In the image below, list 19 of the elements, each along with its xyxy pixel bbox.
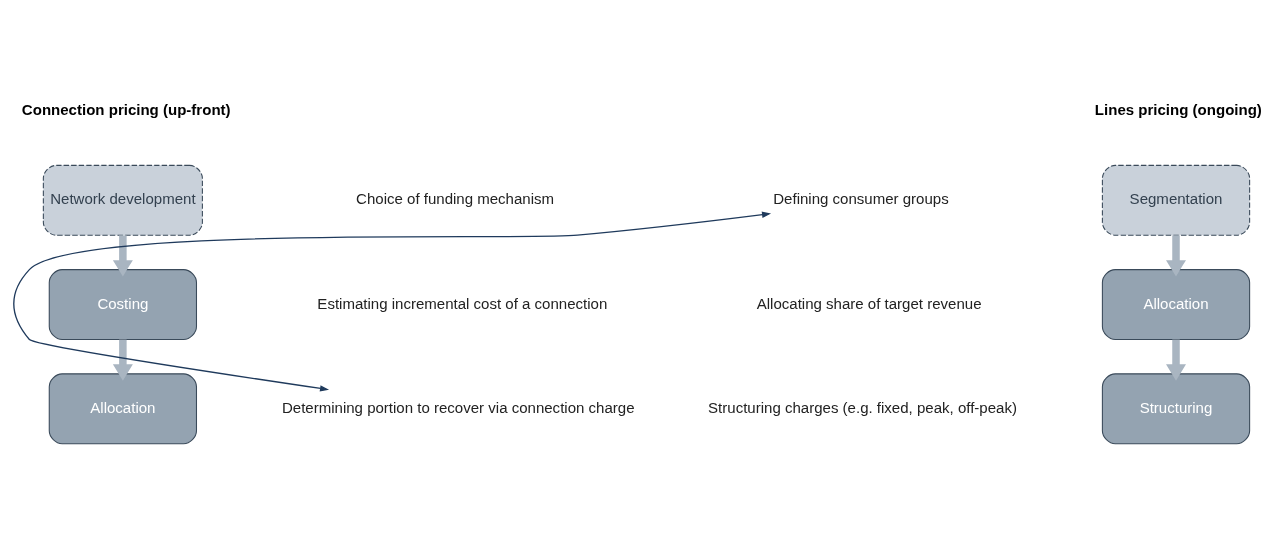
label: Lines pricing (ongoing) [1094,100,1262,118]
arrow [112,235,133,277]
label: Connection pricing (up-front) [21,100,231,118]
arrow [13,211,772,392]
arrow [1166,339,1186,381]
node-box: Costing [48,269,198,340]
node-text: Determining portion to recover via connection charge [281,398,635,416]
node-text: Structuring charges (e.g. fixed, peak, off-peak) [708,398,1017,416]
node-text: Allocating share of target revenue [756,294,982,312]
node-text: Defining consumer groups [773,190,949,208]
node-box: Allocation [48,373,198,445]
node-text: Estimating incremental cost of a connection [317,294,608,312]
node-box: Structuring [1101,373,1251,445]
node-box: Allocation [1101,269,1251,340]
node-box: Network development [42,164,203,236]
arrow [112,339,133,381]
node-box: Segmentation [1101,164,1251,236]
node-text: Choice of funding mechanism [356,190,555,208]
arrow [1166,235,1186,277]
